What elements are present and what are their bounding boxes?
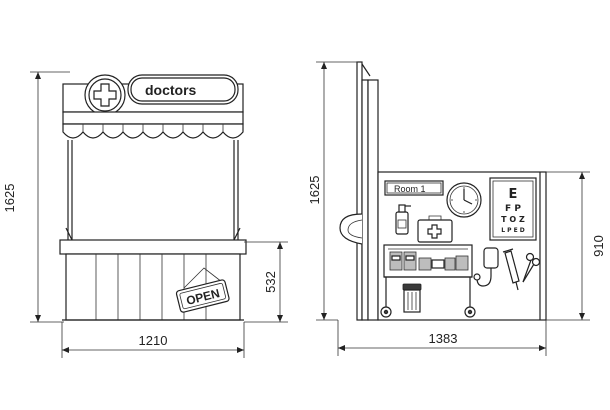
eye-chart-row-4: L P E D bbox=[501, 227, 525, 234]
side-height-label: 1625 bbox=[307, 176, 322, 205]
side-dimensions: 1625 910 1383 bbox=[307, 61, 606, 356]
open-sign-string bbox=[183, 267, 223, 289]
eye-chart bbox=[489, 177, 537, 241]
counter-height-label: 532 bbox=[263, 271, 278, 293]
sanitizer-bottle-icon bbox=[395, 204, 411, 235]
doctors-sign-text: doctors bbox=[145, 82, 197, 98]
awning-scallops bbox=[62, 123, 244, 139]
medical-cross-icon bbox=[93, 83, 117, 107]
trash-bin-icon bbox=[402, 283, 422, 313]
stethoscope-icon bbox=[473, 247, 499, 287]
front-view: doctors bbox=[59, 74, 247, 321]
front-dimensions: 1625 532 1210 bbox=[2, 71, 288, 358]
syringe-icon bbox=[502, 248, 520, 291]
scissors-icon bbox=[522, 252, 541, 283]
eye-chart-row-3: T O Z bbox=[501, 215, 525, 224]
room-sign-text: Room 1 bbox=[394, 184, 426, 194]
room-sign bbox=[384, 180, 444, 196]
first-aid-kit-icon bbox=[417, 215, 453, 243]
side-width-label: 1383 bbox=[429, 331, 458, 346]
eye-chart-row-2: F P bbox=[505, 204, 521, 214]
side-view: Room 1 E F P T O Z L P E D bbox=[339, 61, 547, 321]
open-sign: OPEN bbox=[175, 279, 230, 313]
counter-side bbox=[339, 213, 363, 245]
front-height-label: 1625 bbox=[2, 184, 17, 213]
eye-chart-row-1: E bbox=[509, 187, 518, 202]
front-width-label: 1210 bbox=[139, 333, 168, 348]
awning-top bbox=[62, 111, 244, 125]
counter-top bbox=[59, 239, 247, 255]
panel-height-label: 910 bbox=[591, 235, 606, 257]
doctors-sign-inner bbox=[130, 77, 236, 102]
